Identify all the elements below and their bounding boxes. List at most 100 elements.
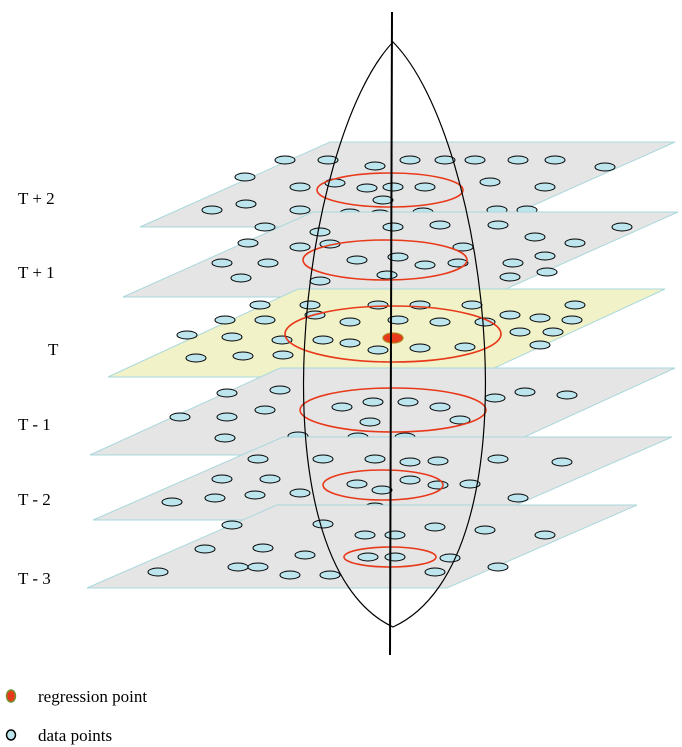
- kernel-ring: [316, 172, 464, 208]
- data-point: [299, 300, 321, 310]
- data-point: [474, 525, 496, 535]
- kernel-ring: [299, 387, 487, 433]
- data-point: [271, 335, 293, 345]
- data-point: [185, 353, 207, 363]
- data-point: [487, 220, 509, 230]
- data-point: [319, 570, 341, 580]
- layer-plane-1: [122, 211, 679, 298]
- data-point: [357, 552, 379, 562]
- data-point: [364, 161, 386, 171]
- data-point: [499, 310, 521, 320]
- data-point: [611, 222, 633, 232]
- data-point: [346, 479, 368, 489]
- data-point: [487, 562, 509, 572]
- data-point: [204, 493, 226, 503]
- data-point: [544, 155, 566, 165]
- data-point: [254, 315, 276, 325]
- data-point: [312, 335, 334, 345]
- data-point: [564, 300, 586, 310]
- data-point: [249, 300, 271, 310]
- layer-label-t: T: [48, 340, 59, 359]
- data-point: [509, 327, 531, 337]
- data-point: [534, 251, 556, 261]
- data-point: [414, 260, 436, 270]
- data-point: [237, 238, 259, 248]
- data-point: [161, 497, 183, 507]
- regression-point-icon: [5, 689, 17, 703]
- data-point: [479, 177, 501, 187]
- data-point: [362, 397, 384, 407]
- data-point: [269, 385, 291, 395]
- data-point: [272, 350, 294, 360]
- data-point: [429, 220, 451, 230]
- data-point: [382, 222, 404, 232]
- data-point: [427, 480, 449, 490]
- layer-label-t-minus-2: T - 2: [18, 490, 51, 509]
- data-point: [289, 205, 311, 215]
- data-point: [514, 387, 536, 397]
- data-point: [427, 456, 449, 466]
- data-point: [247, 454, 269, 464]
- data-point: [279, 570, 301, 580]
- layer-label-t-minus-1: T - 1: [18, 415, 51, 434]
- data-point: [534, 530, 556, 540]
- bandwidth-envelope: [302, 41, 487, 628]
- data-point: [221, 520, 243, 530]
- data-point: [247, 562, 269, 572]
- data-point: [317, 155, 339, 165]
- data-point: [221, 332, 243, 342]
- data-point: [367, 345, 389, 355]
- data-point: [564, 238, 586, 248]
- layer-label-t-plus-1: T + 1: [18, 263, 55, 282]
- data-point: [214, 433, 236, 443]
- data-point: [499, 272, 521, 282]
- plane-surface: [86, 504, 638, 589]
- data-point: [484, 393, 506, 403]
- data-point: [459, 479, 481, 489]
- layer-plane-0: [139, 141, 676, 228]
- data-point: [387, 315, 409, 325]
- data-point: [259, 474, 281, 484]
- data-point: [384, 552, 406, 562]
- data-point: [502, 258, 524, 268]
- data-point: [384, 530, 406, 540]
- data-point: [397, 397, 419, 407]
- data-point: [529, 340, 551, 350]
- regression-point: [382, 332, 404, 344]
- data-point: [356, 183, 378, 193]
- data-point: [254, 405, 276, 415]
- data-point: [257, 258, 279, 268]
- data-point: [434, 155, 456, 165]
- data-point: [294, 550, 316, 560]
- data-point: [542, 327, 564, 337]
- data-point: [594, 162, 616, 172]
- data-point: [409, 343, 431, 353]
- data-point: [461, 300, 483, 310]
- data-point: [387, 252, 409, 262]
- data-point: [339, 338, 361, 348]
- data-point: [230, 273, 252, 283]
- layer-plane-2: [107, 288, 666, 378]
- layer-label-t-plus-2: T + 2: [18, 189, 55, 208]
- data-point: [176, 330, 198, 340]
- data-point: [227, 562, 249, 572]
- data-point: [339, 317, 361, 327]
- kernel-ring: [284, 305, 502, 363]
- data-point: [424, 567, 446, 577]
- data-point: [447, 258, 469, 268]
- data-point: [211, 258, 233, 268]
- data-point: [414, 182, 436, 192]
- data-point: [452, 242, 474, 252]
- data-point: [449, 415, 471, 425]
- data-point: [551, 457, 573, 467]
- data-point: [364, 454, 386, 464]
- data-point: [367, 300, 389, 310]
- data-point: [474, 317, 496, 327]
- data-point: [561, 315, 583, 325]
- data-point: [147, 567, 169, 577]
- data-point: [331, 402, 353, 412]
- data-point: [289, 182, 311, 192]
- data-point: [372, 195, 394, 205]
- data-point: [524, 232, 546, 242]
